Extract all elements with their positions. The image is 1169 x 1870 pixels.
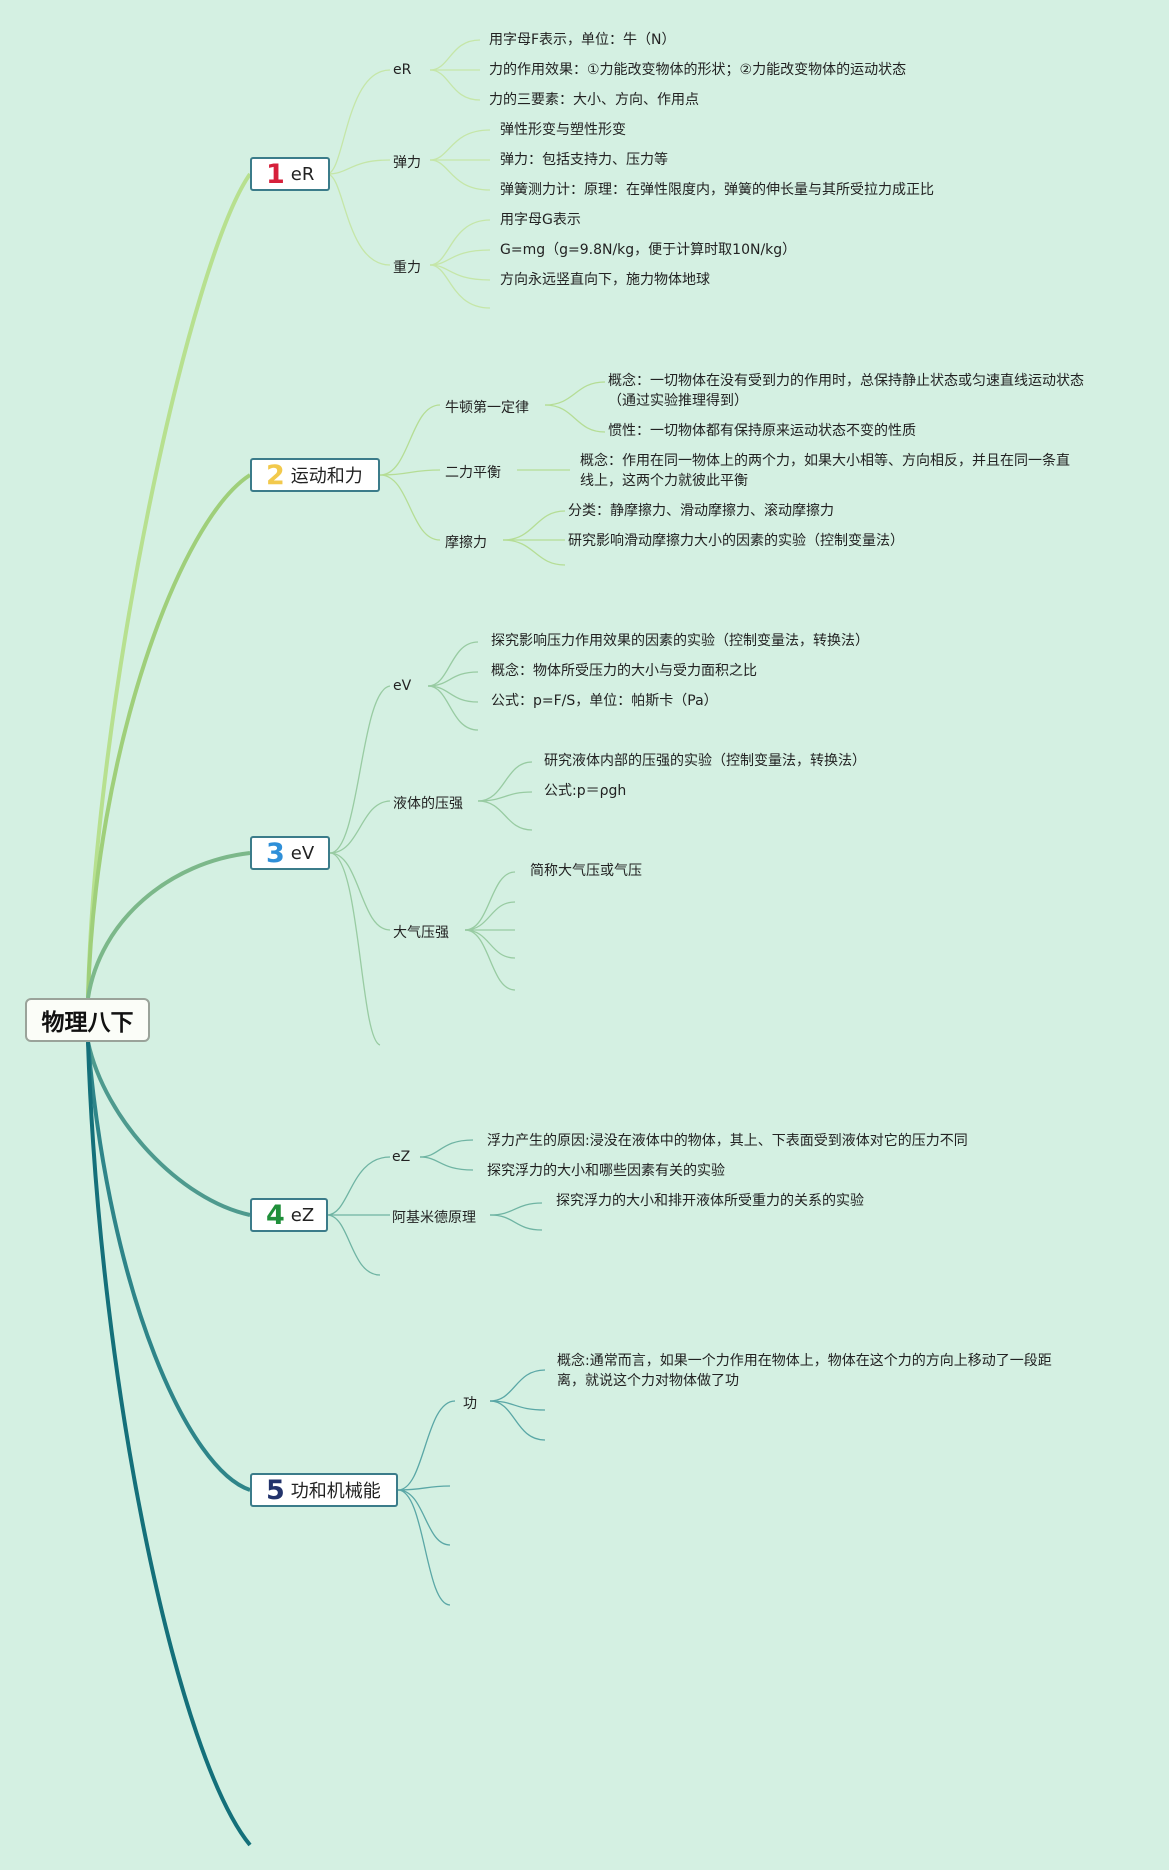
leaf-item[interactable]: 弹力：包括支持力、压力等: [500, 152, 668, 168]
chapter-5-node[interactable]: 5 功和机械能: [250, 1473, 398, 1507]
topic-atmospheric-pressure[interactable]: 大气压强: [393, 925, 449, 941]
root-topic[interactable]: 物理八下: [25, 998, 150, 1042]
chapter-number: 4: [266, 1199, 285, 1231]
topic-liquid-pressure[interactable]: 液体的压强: [393, 796, 463, 812]
chapter-number: 5: [266, 1474, 285, 1506]
topic-balanced-forces[interactable]: 二力平衡: [445, 465, 501, 481]
leaf-item[interactable]: 弹簧测力计：原理：在弹性限度内，弹簧的伸长量与其所受拉力成正比: [500, 182, 934, 198]
leaf-item[interactable]: 惯性：一切物体都有保持原来运动状态不变的性质: [608, 423, 916, 439]
chapter-2-node[interactable]: 2 运动和力: [250, 458, 380, 492]
leaf-item[interactable]: G=mg（g=9.8N/kg，便于计算时取10N/kg）: [500, 242, 797, 258]
leaf-item[interactable]: 用字母F表示，单位：牛（N）: [489, 32, 676, 48]
leaf-item[interactable]: 力的三要素：大小、方向、作用点: [489, 92, 699, 108]
leaf-item[interactable]: 研究液体内部的压强的实验（控制变量法，转换法）: [544, 753, 866, 769]
chapter-3-node[interactable]: 3 eV: [250, 836, 330, 870]
trunk-to-chapter-1: [86, 172, 252, 999]
topic-gravity[interactable]: 重力: [393, 260, 421, 276]
chapter-1-node[interactable]: 1 eR: [250, 157, 330, 191]
leaf-item[interactable]: 分类：静摩擦力、滑动摩擦力、滚动摩擦力: [568, 503, 834, 519]
leaf-item[interactable]: 概念：一切物体在没有受到力的作用时，总保持静止状态或匀速直线运动状态（通过实验推…: [608, 373, 1084, 409]
topic-pressure[interactable]: eV: [393, 678, 412, 694]
chapter-title: eR: [290, 163, 315, 185]
leaf-item[interactable]: 公式：p=F/S，单位：帕斯卡（Pa）: [491, 693, 718, 709]
leaf-item[interactable]: 探究浮力的大小和排开液体所受重力的关系的实验: [556, 1193, 864, 1209]
trunk-to-chapter-4: [86, 1041, 251, 1217]
chapter-title: 运动和力: [290, 466, 363, 487]
chapter-number: 1: [266, 158, 285, 190]
chapter-number: 3: [266, 837, 285, 869]
trunk-tail: [86, 1041, 252, 1847]
leaf-item[interactable]: 浮力产生的原因:浸没在液体中的物体，其上、下表面受到液体对它的压力不同: [487, 1133, 968, 1149]
leaf-item[interactable]: 力的作用效果：①力能改变物体的形状；②力能改变物体的运动状态: [489, 62, 907, 78]
topic-archimedes-principle[interactable]: 阿基米德原理: [392, 1210, 476, 1226]
chapter-title: 功和机械能: [290, 1481, 381, 1502]
leaf-item[interactable]: 概念：作用在同一物体上的两个力，如果大小相等、方向相反，并且在同一条直线上，这两…: [580, 453, 1070, 489]
leaf-item[interactable]: 概念:通常而言，如果一个力作用在物体上，物体在这个力的方向上移动了一段距离，就说…: [557, 1353, 1052, 1389]
leaf-item[interactable]: 探究浮力的大小和哪些因素有关的实验: [487, 1163, 725, 1179]
leaf-item[interactable]: 方向永远竖直向下，施力物体地球: [500, 272, 710, 288]
chapter-title: eV: [290, 842, 315, 864]
topic-work[interactable]: 功: [463, 1396, 477, 1412]
leaf-item[interactable]: 弹性形变与塑性形变: [500, 122, 626, 138]
topic-buoyancy[interactable]: eZ: [392, 1149, 411, 1165]
chapter-title: eZ: [290, 1204, 315, 1226]
topic-elastic-force[interactable]: 弹力: [393, 155, 421, 171]
trunk-to-chapter-5: [86, 1041, 251, 1492]
topic-force-definition[interactable]: eR: [393, 62, 412, 78]
topic-friction[interactable]: 摩擦力: [445, 535, 487, 551]
trunk-to-chapter-2: [86, 473, 252, 999]
chapter-number: 2: [266, 459, 285, 491]
leaf-item[interactable]: 探究影响压力作用效果的因素的实验（控制变量法，转换法）: [491, 633, 869, 649]
leaf-item[interactable]: 研究影响滑动摩擦力大小的因素的实验（控制变量法）: [568, 533, 904, 549]
trunk-to-chapter-3: [86, 851, 251, 999]
leaf-item[interactable]: 用字母G表示: [500, 212, 581, 228]
topic-newton-first-law[interactable]: 牛顿第一定律: [445, 400, 529, 416]
leaf-item[interactable]: 简称大气压或气压: [530, 863, 642, 879]
leaf-item[interactable]: 公式:p＝ρgh: [544, 783, 627, 799]
leaf-item[interactable]: 概念：物体所受压力的大小与受力面积之比: [491, 663, 757, 679]
chapter-4-node[interactable]: 4 eZ: [250, 1198, 328, 1232]
